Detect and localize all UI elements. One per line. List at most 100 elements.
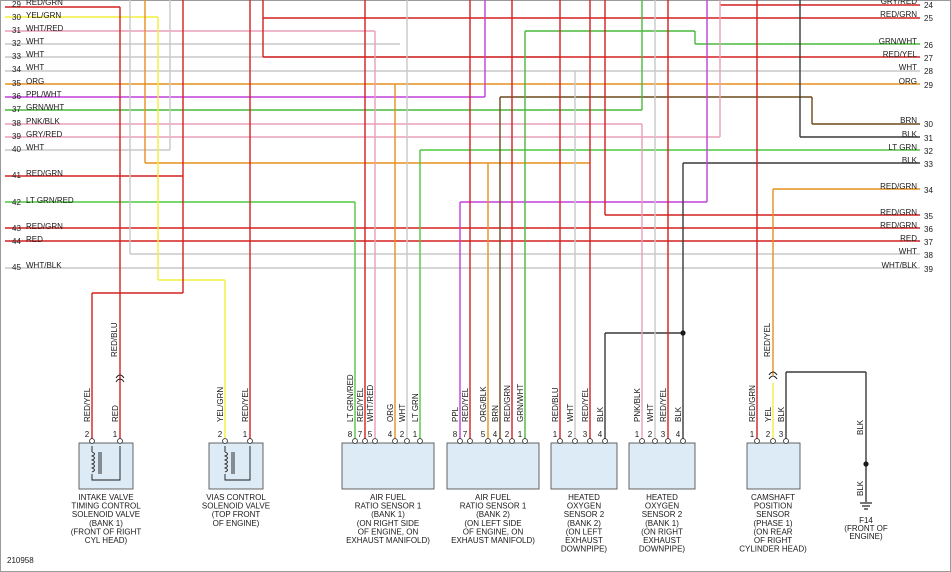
pin-number-right: 27 [924, 54, 933, 63]
pin-number-right: 29 [924, 81, 933, 90]
connector-pin-number: 2 [85, 430, 90, 439]
pin-number-right: 24 [924, 1, 933, 10]
component-caption: HEATED [646, 493, 678, 502]
component-caption: SENSOR 2 [564, 510, 605, 519]
wire-label-right: RED [900, 234, 917, 243]
component-wire-label: RED/YEL [461, 387, 470, 422]
component-caption: DOWNPIPE) [639, 545, 686, 554]
component-wire-label: RED/YEL [356, 387, 365, 422]
connector-pin-number: 7 [358, 430, 363, 439]
pin-number-right: 39 [924, 265, 933, 274]
component-caption: (FRONT OF RIGHT [71, 527, 142, 536]
connector-pin [404, 438, 410, 444]
ground-caption-1: (FRONT OF [844, 524, 888, 533]
connector-pin [639, 438, 645, 444]
component-wire-label: ORG/BLK [479, 386, 488, 422]
connector-pin [572, 438, 578, 444]
connector-pin [665, 438, 671, 444]
pin-number-left: 42 [12, 198, 21, 207]
component-caption: POSITION [754, 502, 792, 511]
pin-number-right: 26 [924, 41, 933, 50]
wire-label-right: WHT [899, 247, 917, 256]
component-caption: INTAKE VALVE [78, 493, 133, 502]
pin-number-right: 30 [924, 120, 933, 129]
wire-label-right: RED/GRN [880, 182, 917, 191]
component-wire-label: RED/BLU [551, 387, 560, 422]
pin-number-left: 30 [12, 13, 21, 22]
component-caption: AIR FUEL [370, 493, 407, 502]
wire-label-right: LT GRN [888, 143, 917, 152]
label-red-yel-cam: RED/YEL [763, 322, 772, 357]
box-ivt [78, 442, 134, 490]
wire-label-left: GRY/RED [26, 130, 63, 139]
component-caption: EXHAUST MANIFOLD) [346, 536, 430, 545]
component-caption: EXHAUST [643, 536, 681, 545]
wire-label-right: ORG [899, 77, 917, 86]
component-caption: CYLINDER HEAD) [739, 545, 807, 554]
connector-pin [392, 438, 398, 444]
connector-pin [754, 438, 760, 444]
wire-label-left: LT GRN/RED [26, 196, 74, 205]
pin-number-left: 33 [12, 52, 21, 61]
component-caption: OF RIGHT [754, 536, 792, 545]
component-caption: RATIO SENSOR 1 [355, 502, 422, 511]
component-caption: (BANK 2) [567, 519, 601, 528]
connector-pin-number: 2 [218, 430, 223, 439]
wire-label-right: BLK [902, 156, 918, 165]
component-wire-label: RED/YEL [241, 387, 250, 422]
diagram-id: 210958 [7, 556, 34, 565]
wire-label-right: BRN [900, 116, 917, 125]
box-afr1 [341, 442, 435, 490]
component-boxes [78, 442, 801, 490]
component-caption: (BANK 1) [89, 519, 123, 528]
wire-label-left: RED/GRN [26, 0, 63, 7]
component-wire-label: BLK [596, 406, 605, 422]
connector-pin [417, 438, 423, 444]
box-vias [208, 442, 264, 490]
connector-pin-number: 8 [453, 430, 458, 439]
wire-label-left: WHT [26, 63, 44, 72]
component-caption: (ON RIGHT [641, 527, 683, 536]
connector-pin [352, 438, 358, 444]
connector-pin [457, 438, 463, 444]
wire-label-left: WHT [26, 143, 44, 152]
pin-number-left: 44 [12, 237, 21, 246]
component-caption: RATIO SENSOR 1 [460, 502, 527, 511]
ground-caption-2: ENGINE) [849, 532, 883, 541]
component-wire-label: LT GRN [411, 393, 420, 422]
component-caption: SENSOR 2 [642, 510, 683, 519]
component-wire-label: PNK/BLK [633, 388, 642, 422]
component-wire-label: RED [111, 405, 120, 422]
component-wire-label: WHT/RED [366, 384, 375, 422]
component-wire-label: RED/YEL [581, 387, 590, 422]
label-red-blu-ivt: RED/BLU [110, 322, 119, 357]
connector-pin [89, 438, 95, 444]
connector-pin-number: 2 [648, 430, 653, 439]
pin-number-left: 31 [12, 26, 21, 35]
horizontal-wires [5, 4, 920, 373]
wire-label-right: BLK [902, 130, 918, 139]
pin-number-right: 34 [924, 186, 933, 195]
splice-dot-ho [680, 330, 686, 336]
component-caption: EXHAUST [565, 536, 603, 545]
connector-pin-number: 3 [583, 430, 588, 439]
connector-pin-number: 1 [635, 430, 640, 439]
ground-symbol [860, 502, 872, 510]
connector-arcs [115, 371, 778, 383]
connector-pin-number: 2 [568, 430, 573, 439]
pin-number-left: 36 [12, 92, 21, 101]
connector-pin [509, 438, 515, 444]
wire-label-left: ORG [26, 77, 44, 86]
component-wire-label: ORG [386, 404, 395, 422]
component-caption: (ON REAR [753, 527, 792, 536]
connector-pin [372, 438, 378, 444]
connector-pin-number: 2 [505, 430, 510, 439]
connector-pin-number: 4 [598, 430, 603, 439]
connector-pin-number: 1 [750, 430, 755, 439]
wire-labels-left: RED/GRNYEL/GRNWHT/REDWHTWHTWHTORGPPL/WHT… [26, 0, 74, 270]
connector-pin [247, 438, 253, 444]
component-caption: (BANK 1) [371, 510, 405, 519]
